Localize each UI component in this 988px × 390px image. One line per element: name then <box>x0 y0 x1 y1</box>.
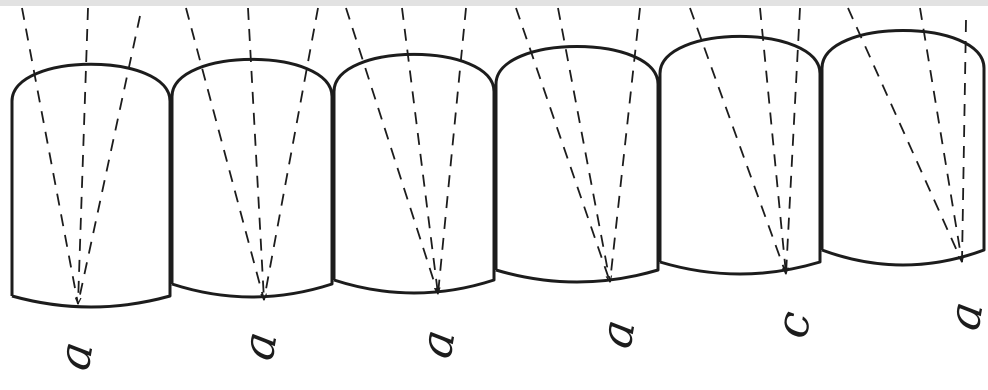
unit-label-6: a <box>936 298 988 334</box>
tooth-unit-5 <box>660 8 820 274</box>
tooth-unit-2 <box>172 8 332 300</box>
dashed-ray <box>438 8 466 294</box>
labels-group: a a a a c a <box>46 298 988 374</box>
dashed-ray <box>516 8 610 282</box>
dashed-ray <box>760 8 786 274</box>
tooth-unit-1 <box>12 8 170 307</box>
dashed-ray <box>690 8 786 274</box>
dashed-ray <box>848 8 962 262</box>
dashed-ray <box>402 8 438 294</box>
dashed-ray <box>248 8 264 300</box>
tooth-outline <box>496 47 658 282</box>
dashed-ray <box>346 8 438 294</box>
dashed-ray <box>186 8 264 300</box>
unit-label-2: a <box>230 328 288 364</box>
unit-label-1: a <box>46 338 104 374</box>
dashed-ray <box>962 20 966 262</box>
dashed-ray <box>78 16 140 304</box>
unit-label-4: a <box>588 316 646 352</box>
units-group <box>12 8 984 307</box>
unit-label-3: a <box>408 326 466 362</box>
unit-label-5: c <box>764 307 822 342</box>
dashed-ray <box>22 8 78 304</box>
dashed-ray <box>920 8 962 262</box>
dashed-ray <box>264 8 318 300</box>
tooth-unit-6 <box>822 8 984 265</box>
tooth-unit-4 <box>496 8 658 282</box>
tooth-outline <box>822 31 984 265</box>
tooth-outline <box>334 54 494 293</box>
tooth-outline <box>12 64 170 307</box>
dashed-ray <box>78 8 88 304</box>
tooth-unit-3 <box>334 8 494 294</box>
